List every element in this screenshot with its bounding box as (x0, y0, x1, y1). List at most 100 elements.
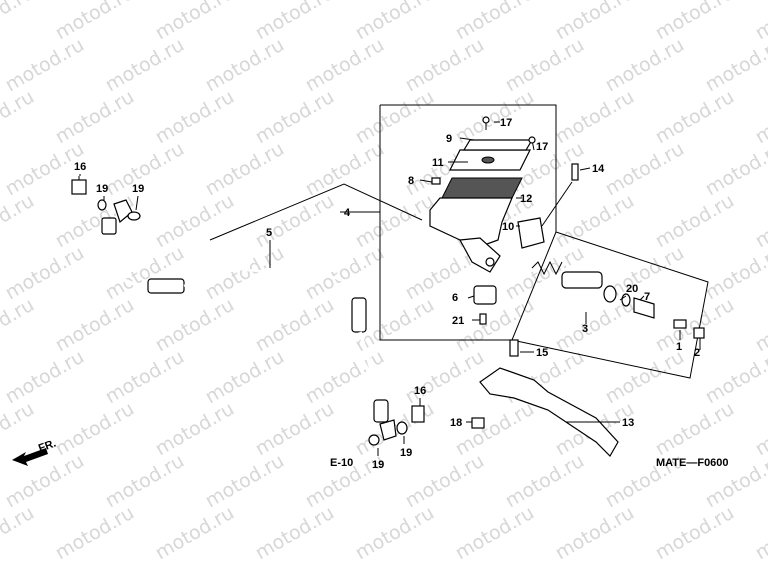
cap-screw-b (528, 136, 536, 151)
callout-10: 10 (502, 221, 514, 233)
callout-19-upper-a: 19 (96, 183, 108, 195)
watermark-text: motod.ru (652, 398, 738, 461)
callout-3: 3 (582, 323, 588, 335)
watermark-text: motod.ru (652, 0, 738, 44)
callout-7: 7 (644, 291, 650, 303)
watermark-text: motod.ru (52, 0, 138, 44)
watermark-text: motod.ru (0, 0, 38, 44)
watermark-text: motod.ru (152, 398, 238, 461)
front-direction-arrow (12, 448, 48, 466)
holder-clamp (517, 217, 545, 249)
piston-spring (531, 260, 563, 276)
watermark-text: motod.ru (702, 242, 768, 305)
watermark-text: motod.ru (352, 0, 438, 44)
watermark-text: motod.ru (52, 502, 138, 565)
watermark-text: motod.ru (352, 190, 438, 253)
callout-2: 2 (694, 347, 700, 359)
watermark-text: motod.ru (0, 502, 38, 565)
callout-15: 15 (536, 347, 548, 359)
watermark-text: motod.ru (152, 190, 238, 253)
watermark-text: motod.ru (552, 86, 638, 149)
boot (633, 297, 655, 319)
diagram-code-label: MATE—F0600 (656, 457, 729, 469)
callout-labels: 1 2 3 4 5 6 7 8 9 10 11 12 13 14 15 16 1… (74, 117, 700, 471)
watermark-text: motod.ru (752, 190, 768, 253)
watermark-text: motod.ru (752, 502, 768, 565)
watermark-text: motod.ru (252, 398, 338, 461)
watermark-text: motod.ru (252, 86, 338, 149)
watermark-text: motod.ru (752, 398, 768, 461)
small-screw (431, 177, 441, 185)
watermark-text: motod.ru (202, 34, 288, 97)
watermark-text: motod.ru (2, 242, 88, 305)
watermark-text: motod.ru (0, 190, 38, 253)
callout-17-right: 17 (536, 141, 548, 153)
clutch-hose (101, 217, 389, 423)
watermark-text: motod.ru (302, 138, 388, 201)
reservoir-cap (449, 149, 531, 171)
lever-pivot-nut (471, 417, 485, 429)
watermark-text: motod.ru (102, 346, 188, 409)
sealing-washer-upper-a (97, 199, 107, 211)
piston-cup (603, 285, 617, 303)
clutch-lever (479, 367, 619, 457)
callout-13: 13 (622, 417, 634, 429)
watermark-text: motod.ru (202, 450, 288, 513)
front-marker-label: FR. (37, 437, 58, 454)
watermark-text: motod.ru (252, 0, 338, 44)
watermark-text: motod.ru (152, 86, 238, 149)
watermark-text: motod.ru (452, 0, 538, 44)
watermark-text: motod.ru (752, 86, 768, 149)
lever-pivot-bolt (509, 339, 519, 357)
diaphragm (441, 177, 523, 199)
callout-8: 8 (408, 175, 414, 187)
watermark-text: motod.ru (52, 86, 138, 149)
leader-lines (79, 121, 701, 456)
callout-19-lower-a: 19 (372, 459, 384, 471)
watermark-text: motod.ru (152, 0, 238, 44)
watermark-text: motod.ru (102, 450, 188, 513)
banjo-fitting-lower (379, 419, 397, 441)
watermark-text: motod.ru (0, 86, 38, 149)
watermark-text: motod.ru (302, 34, 388, 97)
watermark-text: motod.ru (52, 398, 138, 461)
cap-screw-a (482, 116, 490, 130)
pivot-nut (693, 327, 705, 339)
master-cylinder-body (429, 197, 513, 273)
sealing-washer-upper-b (127, 211, 141, 221)
watermark-text: motod.ru (252, 294, 338, 357)
cap-plate (462, 139, 534, 151)
watermark-text: motod.ru (102, 138, 188, 201)
callout-1: 1 (676, 341, 682, 353)
watermark-text: motod.ru (702, 34, 768, 97)
watermark-text: motod.ru (652, 502, 738, 565)
watermark-text: motod.ru (2, 34, 88, 97)
watermark-text: motod.ru (752, 0, 768, 44)
watermark-text: motod.ru (102, 34, 188, 97)
callout-21: 21 (452, 315, 464, 327)
callout-17-top: 17 (500, 117, 512, 129)
watermark-text: motod.ru (552, 190, 638, 253)
watermark-text: motod.ru (352, 502, 438, 565)
callout-20: 20 (626, 283, 638, 295)
callout-14: 14 (592, 163, 605, 175)
watermark-text: motod.ru (552, 502, 638, 565)
callout-5: 5 (266, 227, 272, 239)
watermark-text: motod.ru (702, 346, 768, 409)
watermark-text: motod.ru (0, 294, 38, 357)
master-cylinder-group-box (379, 104, 557, 341)
watermark-text: motod.ru (452, 398, 538, 461)
ref-code-label: E-10 (330, 457, 353, 469)
bleed-screw (571, 163, 579, 181)
watermark-text: motod.ru (502, 34, 588, 97)
pivot-bolt (673, 319, 687, 329)
watermark-text: motod.ru (52, 294, 138, 357)
watermark-text: motod.ru (402, 34, 488, 97)
clutch-switch (473, 285, 497, 305)
callout-9: 9 (446, 133, 452, 145)
watermark-text: motod.ru (252, 190, 338, 253)
watermark-text: motod.ru (302, 242, 388, 305)
watermark-text: motod.ru (152, 294, 238, 357)
